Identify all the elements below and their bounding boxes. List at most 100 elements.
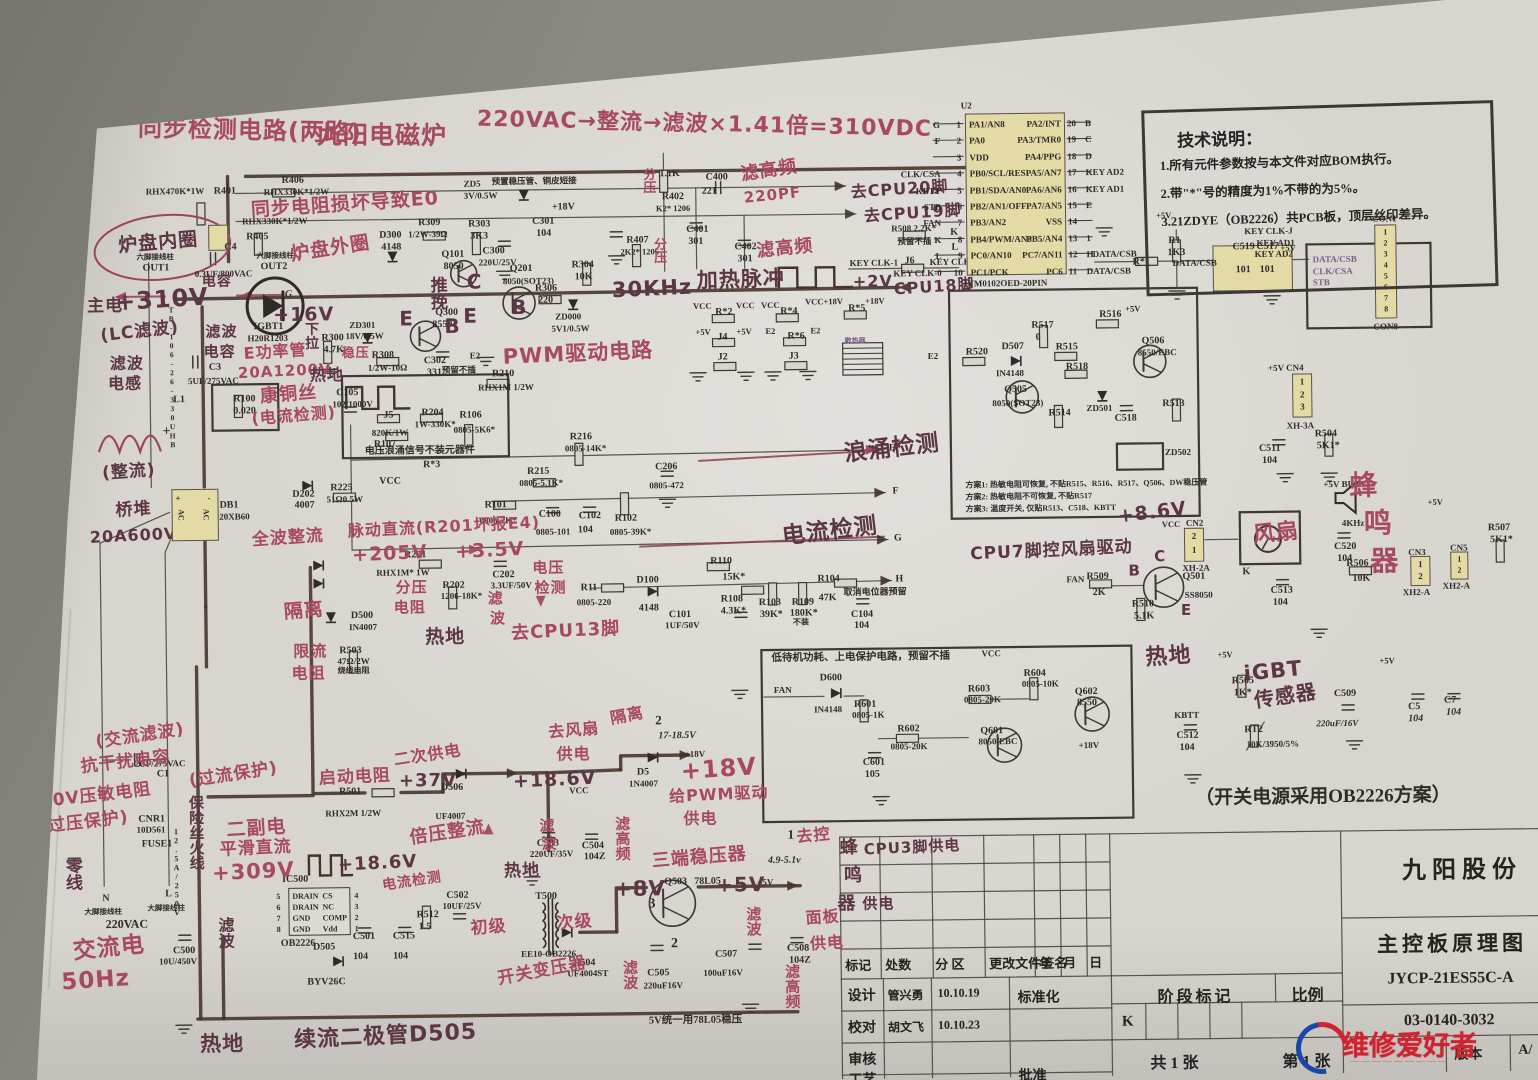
design-date: 10.10.19 xyxy=(937,985,980,1000)
cpu-left-pin: 6 xyxy=(957,201,963,212)
cpu-left-signal: CLK/CSA xyxy=(900,169,941,180)
check-label: 校对 xyxy=(847,1020,877,1037)
cpu-left-pin: 9 xyxy=(957,250,963,261)
cpu-right-pin: 19 xyxy=(1067,134,1077,145)
ic500-pin: 7 xyxy=(276,913,281,924)
stage-k: K xyxy=(1121,1013,1134,1030)
ic500-pin: 3 xyxy=(354,902,359,912)
ic500-pin: 8 xyxy=(276,924,281,935)
revision-header: 标记处数 分 区 更改文件签名年月日 xyxy=(37,0,1531,973)
cpu-right-pin: 11 xyxy=(1068,265,1078,276)
cpu-left-signal: L xyxy=(935,251,942,262)
ic500-pin: 1 xyxy=(354,924,359,934)
cpu-left-name: PA0 xyxy=(969,135,986,146)
cpu-right-signal: KEY AD1 xyxy=(1085,183,1125,194)
revision-header-cell: 标记 xyxy=(845,957,872,974)
cpu-right-signal: B xyxy=(1084,118,1092,129)
cpu-right-signal: E xyxy=(1085,200,1093,211)
stage-label: 阶段标记 xyxy=(1157,988,1234,1007)
cpu-right-pin: 18 xyxy=(1067,151,1077,162)
cpu-left-signal: G xyxy=(932,119,941,130)
cpu-left-pin: 3 xyxy=(956,152,962,163)
ic500-pin: 5 xyxy=(276,891,281,902)
approve-label: 批准 xyxy=(1018,1068,1047,1080)
cpu-left-name: PC1/PCK xyxy=(970,266,1009,278)
watermark-subline: ————————— xyxy=(1350,1056,1449,1066)
cpu-right-signal: H xyxy=(1086,249,1094,260)
cpu-left-name: PB3/AN2 xyxy=(970,217,1007,228)
cpu-left-name: VDD xyxy=(969,152,989,163)
cpu-left-name: PA1/AN8 xyxy=(968,119,1005,130)
cpu-left-signal: KBTT xyxy=(915,185,941,196)
cpu-right-name: PB5/AN4 xyxy=(1026,233,1063,244)
watermark-text: 维修爱好者 xyxy=(1342,1031,1477,1062)
company-name: 九阳股份 xyxy=(1401,856,1523,885)
cpu-right-pin: 14 xyxy=(1068,216,1078,227)
cpu-left-pin: 4 xyxy=(956,168,962,179)
cpu-left-pin: 7 xyxy=(957,218,963,229)
cpu-left-signal: STB xyxy=(923,201,942,213)
cpu-right-name: PA6/AN6 xyxy=(1025,183,1062,195)
check-date: 10.10.23 xyxy=(937,1017,981,1032)
revision-header-cell: 处数 xyxy=(885,957,912,973)
doc-title: 主控板原理图 xyxy=(1376,930,1528,957)
ic500-pin: DRAIN xyxy=(292,902,319,912)
cpu-right-name: PC7/AN11 xyxy=(1021,249,1063,261)
cpu-left-signal: FAN xyxy=(923,218,942,229)
cpu-right-name: PC6 xyxy=(1046,265,1063,277)
cpu-part: JYM0102OED-20PIN xyxy=(962,277,1048,289)
cpu-right-pin: 16 xyxy=(1067,183,1077,194)
cpu-right-pin: 15 xyxy=(1067,200,1077,211)
cpu-right-name: VSS xyxy=(1045,216,1063,227)
standardization-label: 标准化 xyxy=(1017,990,1060,1006)
ic500-pin: 6 xyxy=(276,902,281,913)
revision-header-cell: 年 xyxy=(1039,955,1053,971)
design-label: 设计 xyxy=(847,988,876,1005)
cpu-right-signal: 1 xyxy=(1086,232,1091,243)
ic500-pin: GND xyxy=(292,913,311,923)
ic500-pin: GND xyxy=(292,924,311,934)
ic500-pin: Vdd xyxy=(322,924,338,934)
ic500-pin: COMP xyxy=(322,913,348,923)
revision-header-cell: 分 区 xyxy=(935,956,965,973)
ic500-pin: NC xyxy=(322,902,335,912)
revision-header-cell: 月 xyxy=(1063,955,1077,971)
ic500-pin: CS xyxy=(322,891,333,901)
cpu-right-name: PA4/PPG xyxy=(1024,151,1062,162)
revision-header-cell: 更改文件签名 xyxy=(989,955,1068,972)
cpu-right-name: PA2/INT xyxy=(1026,118,1061,129)
ic500-pin: DRAIN xyxy=(292,891,319,901)
ic500-pin: 2 xyxy=(354,913,359,923)
process-label: 工艺 xyxy=(848,1069,877,1080)
audit-label: 审核 xyxy=(848,1052,877,1069)
cpu-right-name: PA5/AN7 xyxy=(1025,167,1062,179)
cpu-ref: U2 xyxy=(960,100,972,111)
cpu-right-name: PA3/TMR0 xyxy=(1017,134,1062,146)
cpu-right-pin: 12 xyxy=(1068,249,1078,260)
cpu-right-signal: C xyxy=(1085,134,1092,145)
model-number: JYCP-21ES55C-A xyxy=(1387,968,1514,988)
cpu-left-signal: K xyxy=(934,234,942,245)
cpu-right-signal: DATA/CSB xyxy=(1086,265,1131,276)
cpu-right-signal: D xyxy=(1085,150,1092,161)
check-name: 胡文飞 xyxy=(887,1020,925,1035)
cpu-left-pin: 2 xyxy=(956,136,962,147)
bridge-rectifier: + - AC AC xyxy=(37,0,1531,542)
cpu-right-pin: 17 xyxy=(1067,167,1077,178)
cpu-right-pin: 13 xyxy=(1068,233,1078,244)
cpu-left-pin: 1 xyxy=(956,119,962,130)
cpu-right-signal: KEY AD2 xyxy=(1085,166,1125,178)
cpu-left-signal: F xyxy=(934,136,941,147)
watermark: 维修爱好者 ————————— xyxy=(1285,1011,1530,1080)
cpu-right-name: PA7/AN5 xyxy=(1026,200,1062,211)
cpu-left-pin: 10 xyxy=(953,267,963,278)
cpu-left-pin: 8 xyxy=(957,234,963,245)
cpu-left-pin: 5 xyxy=(957,185,962,196)
scale-label: 比例 xyxy=(1291,987,1324,1005)
revision-header-cell: 日 xyxy=(1089,954,1103,971)
